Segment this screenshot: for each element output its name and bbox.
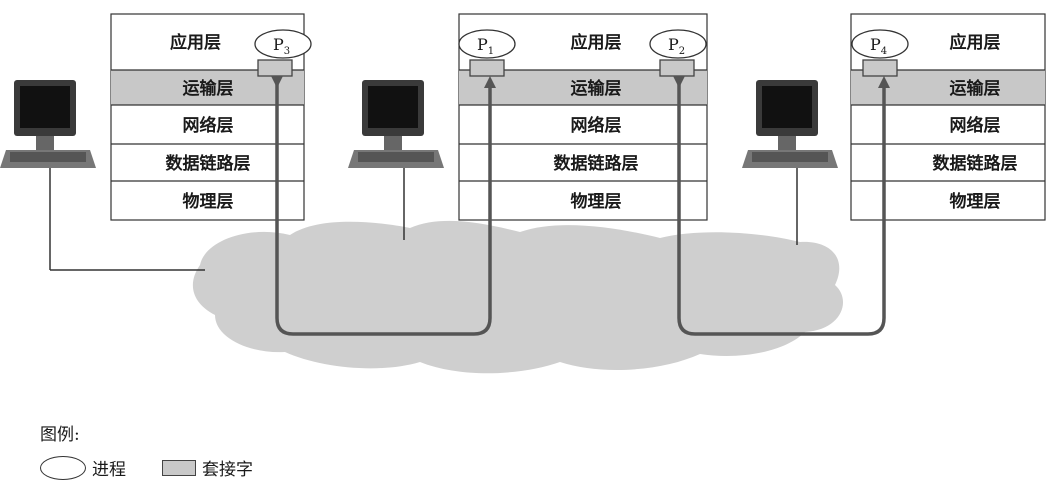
socket — [469, 59, 505, 77]
process-label: P3 — [273, 35, 290, 57]
legend: 图例: 进程 套接字 — [40, 420, 253, 480]
layer-label-physical: 物理层 — [950, 191, 1001, 212]
socket — [659, 59, 695, 77]
process-ellipse — [851, 29, 909, 59]
process-label: P2 — [668, 35, 685, 57]
layer-label-datalink: 数据链路层 — [166, 153, 251, 174]
process-legend-icon — [40, 455, 86, 480]
layer-label-datalink: 数据链路层 — [554, 153, 639, 174]
layer-label-application: 应用层 — [170, 32, 221, 53]
computer-icon — [742, 80, 838, 168]
host-3: 应用层 运输层 网络层 数据链路层 物理层 P4 — [742, 13, 1046, 245]
layer-label-application: 应用层 — [571, 32, 622, 53]
host-1: 应用层 运输层 网络层 数据链路层 物理层 P3 — [0, 13, 312, 271]
layer-label-physical: 物理层 — [571, 191, 622, 212]
socket — [257, 59, 293, 77]
process-ellipse — [254, 29, 312, 59]
layer-label-physical: 物理层 — [183, 191, 234, 212]
connection-p2-p4 — [673, 76, 890, 336]
legend-socket-label: 套接字 — [202, 460, 253, 480]
host-2: 应用层 运输层 网络层 数据链路层 物理层 P1 P2 — [348, 13, 708, 240]
layer-label-transport: 运输层 — [950, 78, 1001, 99]
legend-title: 图例: — [40, 425, 80, 445]
layer-label-application: 应用层 — [950, 32, 1001, 53]
computer-icon — [348, 80, 444, 168]
socket-legend-icon — [162, 459, 196, 476]
network-cloud — [192, 220, 844, 374]
process-label: P1 — [477, 35, 494, 57]
layer-label-transport: 运输层 — [571, 78, 622, 99]
computer-icon — [0, 80, 96, 168]
layer-label-network: 网络层 — [571, 115, 622, 136]
connection-p3-p1 — [271, 76, 496, 336]
process-ellipse — [458, 29, 516, 59]
layer-label-network: 网络层 — [183, 115, 234, 136]
process-label: P4 — [870, 35, 887, 57]
process-ellipse — [649, 29, 707, 59]
layer-label-transport: 运输层 — [183, 78, 234, 99]
legend-row: 进程 套接字 — [40, 455, 253, 480]
socket — [862, 59, 898, 77]
layer-label-network: 网络层 — [950, 115, 1001, 136]
legend-process-label: 进程 — [92, 460, 126, 480]
layer-label-datalink: 数据链路层 — [933, 153, 1018, 174]
